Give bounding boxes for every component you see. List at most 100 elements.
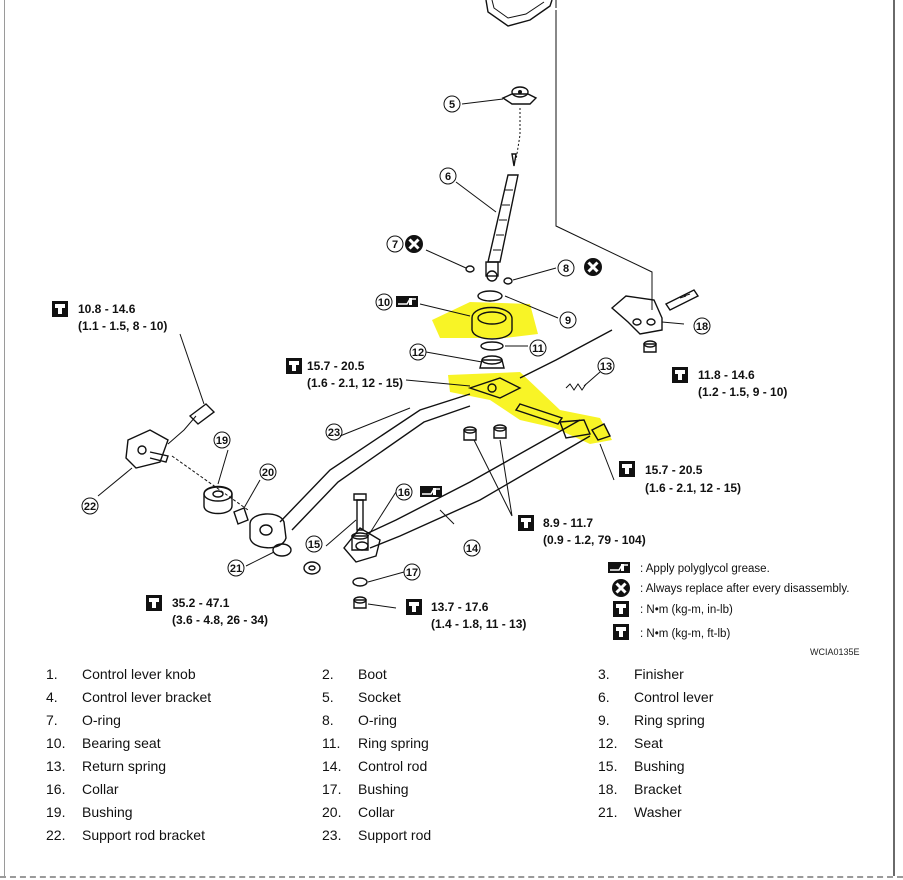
control-lever-bracket-drawing [485,0,557,27]
page-border-bottom [0,876,903,878]
svg-text:21: 21 [230,563,242,575]
lever-seat-stack [471,290,513,369]
torque-spec-t3: 11.8 - 14.6 (1.2 - 1.5, 9 - 10) [672,367,787,399]
part-name: Finisher [634,665,684,682]
callout-15: 15 [305,535,323,553]
part-number: 15. [598,757,618,774]
torque-spec-t2: 15.7 - 20.5 (1.6 - 2.1, 12 - 15) [286,358,403,390]
control-rod-front [467,329,613,441]
part-number: 1. [46,665,58,682]
part-number: 9. [598,711,610,728]
callout-18: 18 [693,317,711,335]
torque-wrench-icon [406,599,422,615]
part-name: O-ring [358,711,397,728]
part-name: Seat [634,734,663,751]
part-name: Ring spring [634,711,705,728]
part-name: Collar [82,780,119,797]
callout-5: 5 [443,95,461,113]
part-name: Control rod [358,757,428,774]
torque-spec-t4: 15.7 - 20.5 (1.6 - 2.1, 12 - 15) [619,461,741,495]
svg-text:8.9 - 11.7: 8.9 - 11.7 [543,516,593,530]
part-number: 22. [46,826,66,843]
exploded-diagram: 5 6 7 8 9 10 11 12 13 14 15 16 17 18 19 … [52,0,860,657]
part-name: Control lever knob [82,665,196,682]
torque-wrench-icon [613,601,629,617]
always-replace-icon [610,577,632,599]
figure-code: WCIA0135E [810,647,860,657]
svg-text:17: 17 [406,567,418,579]
part-number: 6. [598,688,610,705]
svg-text:13.7 - 17.6: 13.7 - 17.6 [431,600,489,614]
svg-text:5: 5 [449,99,455,111]
part-number: 7. [46,711,58,728]
callout-12: 12 [409,343,427,361]
part-name: Bracket [634,780,682,797]
part-number: 11. [322,734,341,751]
callout-6: 6 [439,167,457,185]
page-border-right [893,0,895,876]
finisher-link-line [555,10,653,310]
part-name: Control lever bracket [82,688,212,705]
svg-text:22: 22 [84,501,96,513]
part-number: 19. [46,803,66,820]
grease-icon [607,561,631,574]
svg-text:16: 16 [398,487,410,499]
callout-11: 11 [529,339,547,357]
part-name: Support rod [358,826,432,843]
part-number: 3. [598,665,610,682]
empty-cell [634,823,874,846]
svg-text:10.8 - 14.6: 10.8 - 14.6 [78,302,136,316]
callout-8: 8 [557,259,575,277]
callout-22: 22 [81,497,99,515]
svg-text:(0.9 - 1.2, 79 - 104): (0.9 - 1.2, 79 - 104) [543,533,646,547]
callout-10: 10 [375,293,393,311]
bracket-drawing [610,289,700,353]
part-number: 5. [322,688,334,705]
part-name: Control lever [634,688,714,705]
part-name: Collar [358,803,395,820]
svg-text:8: 8 [563,263,569,275]
torque-spec-t7: 13.7 - 17.6 (1.4 - 1.8, 11 - 13) [406,599,526,631]
svg-text:15: 15 [308,539,320,551]
part-number: 18. [598,780,618,797]
bushing-near-washer [303,561,321,575]
support-rod-bracket-drawing [125,403,249,511]
part-name: Bushing [358,780,409,797]
torque-wrench-icon [52,301,68,317]
grease-icon [419,485,443,498]
callout-16: 16 [395,483,413,501]
always-replace-icon [582,256,604,278]
part-number: 8. [322,711,334,728]
part-name: Bushing [634,757,685,774]
part-name: Bearing seat [82,734,161,751]
svg-text:20: 20 [262,467,274,479]
legend-replace: : Always replace after every disassembly… [640,583,849,595]
support-rod-drawing [249,393,471,549]
callout-19: 19 [213,431,231,449]
torque-spec-t6: 35.2 - 47.1 (3.6 - 4.8, 26 - 34) [146,595,268,627]
collar-20-drawing [233,507,249,525]
svg-text:9: 9 [565,315,571,327]
svg-text:(1.6 - 2.1, 12 - 15): (1.6 - 2.1, 12 - 15) [645,481,741,495]
svg-text:35.2 - 47.1: 35.2 - 47.1 [172,596,230,610]
torque-wrench-icon [619,461,635,477]
svg-text:13: 13 [600,361,612,373]
legend-ft-lb: : N•m (kg-m, ft-lb) [640,628,730,640]
callout-13: 13 [597,357,615,375]
svg-text:15.7 - 20.5: 15.7 - 20.5 [307,359,365,373]
o-ring-7 [465,265,475,273]
o-ring-8 [503,277,513,285]
callout-7: 7 [386,235,404,253]
svg-text:11: 11 [532,343,544,355]
svg-text:15.7 - 20.5: 15.7 - 20.5 [645,463,703,477]
part-number: 23. [322,826,342,843]
bolt-bushing-stack [351,493,369,609]
svg-text:(3.6 - 4.8, 26 - 34): (3.6 - 4.8, 26 - 34) [172,613,268,627]
